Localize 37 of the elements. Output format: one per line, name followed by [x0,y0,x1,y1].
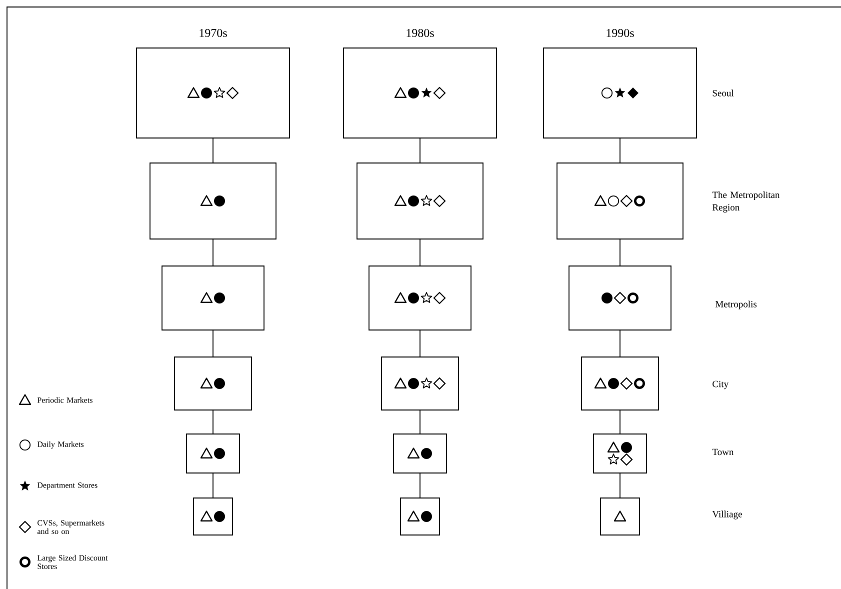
row-label: Seoul [712,90,734,96]
box [174,356,252,410]
box [381,356,459,410]
row-label: City [712,380,729,390]
connector-line [212,410,214,434]
column-heading: 1990s [606,28,634,38]
row-label: Metropolis [715,300,757,310]
legend-label: CVSs, Supermarkets and so on [38,520,104,534]
box [162,266,264,330]
box [543,48,697,138]
connector-line [212,473,214,498]
connector-line [212,138,214,163]
box [186,434,240,474]
connector-line [212,330,214,357]
legend-label: Daily Markets [37,441,84,449]
box [568,266,672,330]
box [136,48,290,138]
column-heading: 1980s [406,28,434,38]
column-heading: 1970s [200,28,227,38]
box [393,434,447,474]
legend-label: Large Sized Discount Stores [37,554,108,570]
box [556,162,684,240]
box [400,498,440,536]
row-label: Villiage [712,510,742,520]
box [581,356,659,410]
connector-line [212,239,214,266]
legend-label: Department Stores [37,482,98,490]
legend-label: Periodic Markets [37,397,92,403]
box [193,498,233,536]
box [356,162,484,240]
row-label: Town [712,448,734,456]
box [343,48,497,138]
box [593,434,647,474]
box [368,266,472,330]
row-label: The Metropolitan Region [712,191,780,213]
box [150,162,276,240]
box [600,498,640,536]
